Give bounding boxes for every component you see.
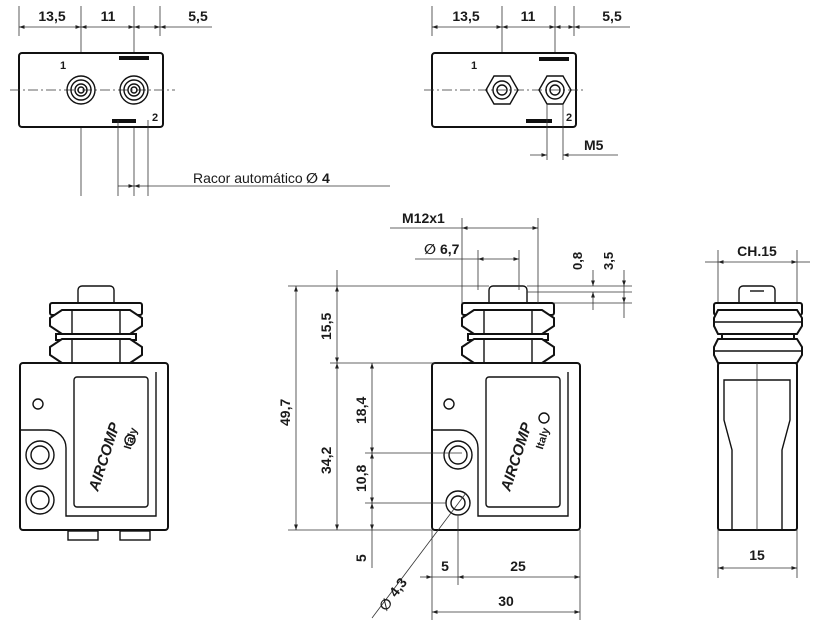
fitting-port-2-left bbox=[119, 75, 149, 105]
plunger-diameter-value: 6,7 bbox=[440, 241, 460, 257]
diameter-symbol-fitting: ∅ bbox=[306, 170, 318, 186]
mount-hole-diameter: 4,3 bbox=[386, 574, 411, 599]
diameter-symbol-hole: ∅ bbox=[376, 595, 396, 614]
dim-5-5-left: 5,5 bbox=[188, 8, 208, 24]
fitting-diameter-value: 4 bbox=[322, 170, 330, 186]
top-view-right: 13,5 11 5,5 1 2 M5 bbox=[424, 6, 630, 160]
thread-m5-label: M5 bbox=[584, 137, 604, 153]
dim-upper: 18,4 bbox=[353, 397, 369, 424]
dim-hole-x: 5 bbox=[441, 558, 449, 574]
dim-total-height: 49,7 bbox=[277, 399, 293, 426]
front-view-left: AIRCOMP Italy bbox=[19, 285, 169, 541]
fitting-callout-text: Racor automático bbox=[193, 170, 303, 186]
dim-width: 30 bbox=[498, 593, 514, 609]
dim-13-5-left: 13,5 bbox=[38, 8, 65, 24]
front-view-dimensioned: AIRCOMP Italy M12x1 ∅ 6,7 0,8 3,5 bbox=[277, 210, 632, 620]
dim-5-5-right: 5,5 bbox=[602, 8, 622, 24]
dim-depth: 15 bbox=[749, 547, 765, 563]
port-1-label-left: 1 bbox=[60, 60, 66, 72]
dim-width-inner: 25 bbox=[510, 558, 526, 574]
wrench-size-label: CH.15 bbox=[737, 243, 777, 259]
plunger-height-value: 3,5 bbox=[601, 252, 616, 270]
fitting-port-1-left bbox=[66, 75, 96, 105]
side-view: CH.15 15 bbox=[705, 243, 810, 578]
diameter-symbol-plunger: ∅ bbox=[424, 241, 436, 257]
top-view-left: 13,5 11 5,5 1 2 Racor automático ∅ 4 bbox=[10, 6, 390, 196]
port-1-label-right: 1 bbox=[471, 60, 477, 72]
dim-lower: 10,8 bbox=[353, 465, 369, 492]
threaded-port-1 bbox=[485, 75, 519, 105]
dim-11-right: 11 bbox=[521, 8, 536, 24]
dim-11-left: 11 bbox=[101, 8, 116, 24]
thread-m12-label: M12x1 bbox=[402, 210, 445, 226]
dim-13-5-right: 13,5 bbox=[452, 8, 479, 24]
dim-bottom: 5 bbox=[353, 554, 369, 562]
dim-body: 34,2 bbox=[318, 447, 334, 474]
dim-stem: 15,5 bbox=[318, 313, 334, 340]
port-2-label-left: 2 bbox=[152, 112, 158, 124]
plunger-offset-value: 0,8 bbox=[570, 252, 585, 270]
port-2-label-right: 2 bbox=[566, 112, 572, 124]
